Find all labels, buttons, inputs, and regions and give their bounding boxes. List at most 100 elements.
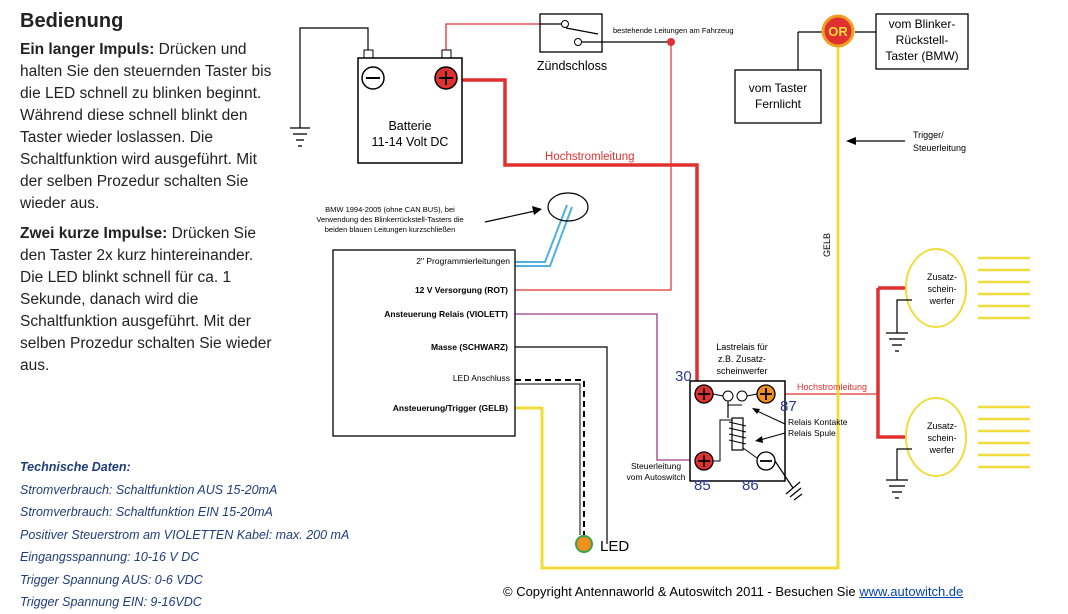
existing-lines-label: bestehende Leitungen am Fahrzeug — [613, 26, 734, 35]
battery-ignition-wire — [445, 23, 540, 57]
relay-arrowhead-2 — [755, 436, 763, 443]
short-impulse-heading: Zwei kurze Impulse: — [20, 225, 168, 242]
relay-arrowhead-1 — [752, 408, 760, 414]
technical-data-title: Technische Daten: — [20, 460, 131, 474]
long-impulse-text: Drücken und halten Sie den steuernden Ta… — [20, 41, 272, 212]
battery-terminal-neg — [363, 49, 374, 59]
relay-contact-b — [736, 390, 748, 402]
website-link[interactable]: www.autowitch.de — [859, 584, 964, 599]
relay-title-1: Lastrelais für — [716, 342, 768, 352]
technical-data: Technische Daten: Stromverbrauch: Schalt… — [20, 456, 400, 614]
trigger-arrowhead — [846, 137, 856, 145]
bmw-switch-label-2: Rückstell- — [896, 33, 949, 47]
instructions-title: Bedienung — [20, 10, 124, 32]
lamp-feed-wire — [876, 288, 912, 439]
copyright-text: © Copyright Antennaworld & Autoswitch 20… — [503, 584, 860, 599]
lamp-lower-ground-icon — [886, 479, 908, 499]
instructions-panel: Bedienung Ein langer Impuls: Drücken und… — [20, 10, 280, 385]
battery-label: Batterie — [388, 119, 431, 133]
control-label-1: Steuerleitung — [631, 461, 681, 471]
or-badge-label: OR — [828, 24, 848, 39]
supply-12v-wire — [515, 46, 672, 291]
or-badge — [821, 14, 855, 48]
tech-line: Trigger Spannung EIN: 9-16VDC — [20, 595, 202, 609]
battery-plus-icon — [434, 66, 458, 90]
programming-loop — [547, 192, 589, 222]
pin-85-label: 85 — [694, 477, 711, 494]
tech-line: Positiver Steuerstrom am VIOLETTEN Kabel… — [20, 527, 350, 542]
relay-ground-wire — [774, 460, 794, 489]
lamp-upper-beams — [978, 256, 1030, 320]
gelb-label: GELB — [822, 233, 832, 257]
bmw-note-3: beiden blauen Leitungen kurzschließen — [325, 225, 456, 234]
relay-contacts-label: Relais Kontakte — [788, 417, 848, 427]
relay-wire-b — [746, 393, 758, 397]
ignition-contact-b — [574, 38, 582, 46]
led-label: LED — [600, 538, 629, 555]
ignition-contact-a — [561, 20, 569, 28]
long-impulse-heading: Ein langer Impuls: — [20, 41, 155, 58]
relay-pin-30-icon — [694, 384, 714, 404]
existing-lines-dot — [667, 38, 675, 46]
high-current-label: Hochstromleitung — [545, 151, 634, 163]
lamp-upper-ground-wire — [896, 299, 912, 333]
bmw-switch-label-1: vom Blinker- — [889, 17, 956, 31]
tech-line: Trigger Spannung AUS: 0-6 VDC — [20, 572, 203, 587]
highbeam-switch-box — [734, 69, 822, 124]
lamp-lower-label-2: schein- — [927, 433, 956, 443]
lamp-lower-label-3: werfer — [928, 445, 954, 455]
relay-wire-a — [712, 393, 724, 397]
bmw-switch-box — [875, 13, 969, 70]
lamp-lower-ground-wire — [896, 448, 912, 480]
relay-arrow-2 — [759, 432, 786, 441]
trigger-wire — [515, 40, 840, 570]
relay-pin-86-icon — [756, 451, 776, 471]
module-row-programming: 2" Programmierleitungen — [416, 256, 510, 266]
pin-30-label: 30 — [675, 368, 692, 385]
short-impulse-text: Drücken Sie den Taster 2x kurz hinterein… — [20, 225, 272, 374]
module-row-relay: Ansteuerung Relais (VIOLETT) — [384, 309, 508, 319]
bmw-note-arrow — [484, 210, 536, 223]
relay-title-3: scheinwerfer — [716, 366, 767, 376]
programming-wire-b — [515, 206, 573, 267]
relay-pin-87-icon — [756, 384, 776, 404]
relay-title-2: z.B. Zusatz- — [718, 354, 766, 364]
lamp-lower — [905, 397, 967, 477]
pin-86-label: 86 — [742, 477, 759, 494]
lamp-upper-ground-icon — [886, 332, 908, 352]
copyright-line: © Copyright Antennaworld & Autoswitch 20… — [503, 584, 963, 599]
highbeam-label-1: vom Taster — [749, 81, 807, 95]
high-current-label-2: Hochstromleitung — [797, 382, 867, 392]
battery-ground-icon — [290, 127, 310, 147]
battery-minus-icon — [361, 66, 385, 90]
relay-contact-a — [722, 390, 734, 402]
module-row-led: LED Anschluss — [453, 373, 510, 383]
bmw-note-arrowhead — [532, 206, 542, 215]
led-icon — [575, 535, 593, 553]
module-row-supply: 12 V Versorgung (ROT) — [415, 285, 508, 295]
programming-wire-a — [515, 204, 568, 263]
lamp-upper-label-1: Zusatz- — [927, 272, 957, 282]
lamp-lower-label-1: Zusatz- — [927, 421, 957, 431]
relay-coil-right-wire — [742, 447, 758, 459]
long-impulse-paragraph: Ein langer Impuls: Drücken und halten Si… — [20, 39, 280, 215]
highbeam-label-2: Fernlicht — [755, 97, 802, 111]
trigger-label-2: Steuerleitung — [913, 143, 966, 153]
tech-line: Eingangsspannung: 10-16 V DC — [20, 550, 200, 564]
relay-coil-left-wire — [713, 419, 732, 462]
relay-coil-windings — [728, 421, 747, 445]
lamp-lower-beams — [978, 405, 1030, 469]
ignition-label: Zündschloss — [537, 59, 607, 73]
battery-voltage: 11-14 Volt DC — [372, 135, 449, 149]
led-wire — [515, 379, 585, 535]
lamp-upper — [905, 248, 967, 328]
bmw-switch-label-3: Taster (BMW) — [885, 49, 958, 63]
pin-87-label: 87 — [780, 398, 797, 415]
battery-ground-wire — [299, 27, 369, 128]
relay-arrow-1 — [754, 409, 786, 425]
lamp-upper-label-2: schein- — [927, 284, 956, 294]
module-ground-wire — [515, 346, 608, 544]
relay-coil-icon — [731, 417, 744, 451]
tech-line: Stromverbrauch: Schaltfunktion EIN 15-20… — [20, 505, 273, 519]
